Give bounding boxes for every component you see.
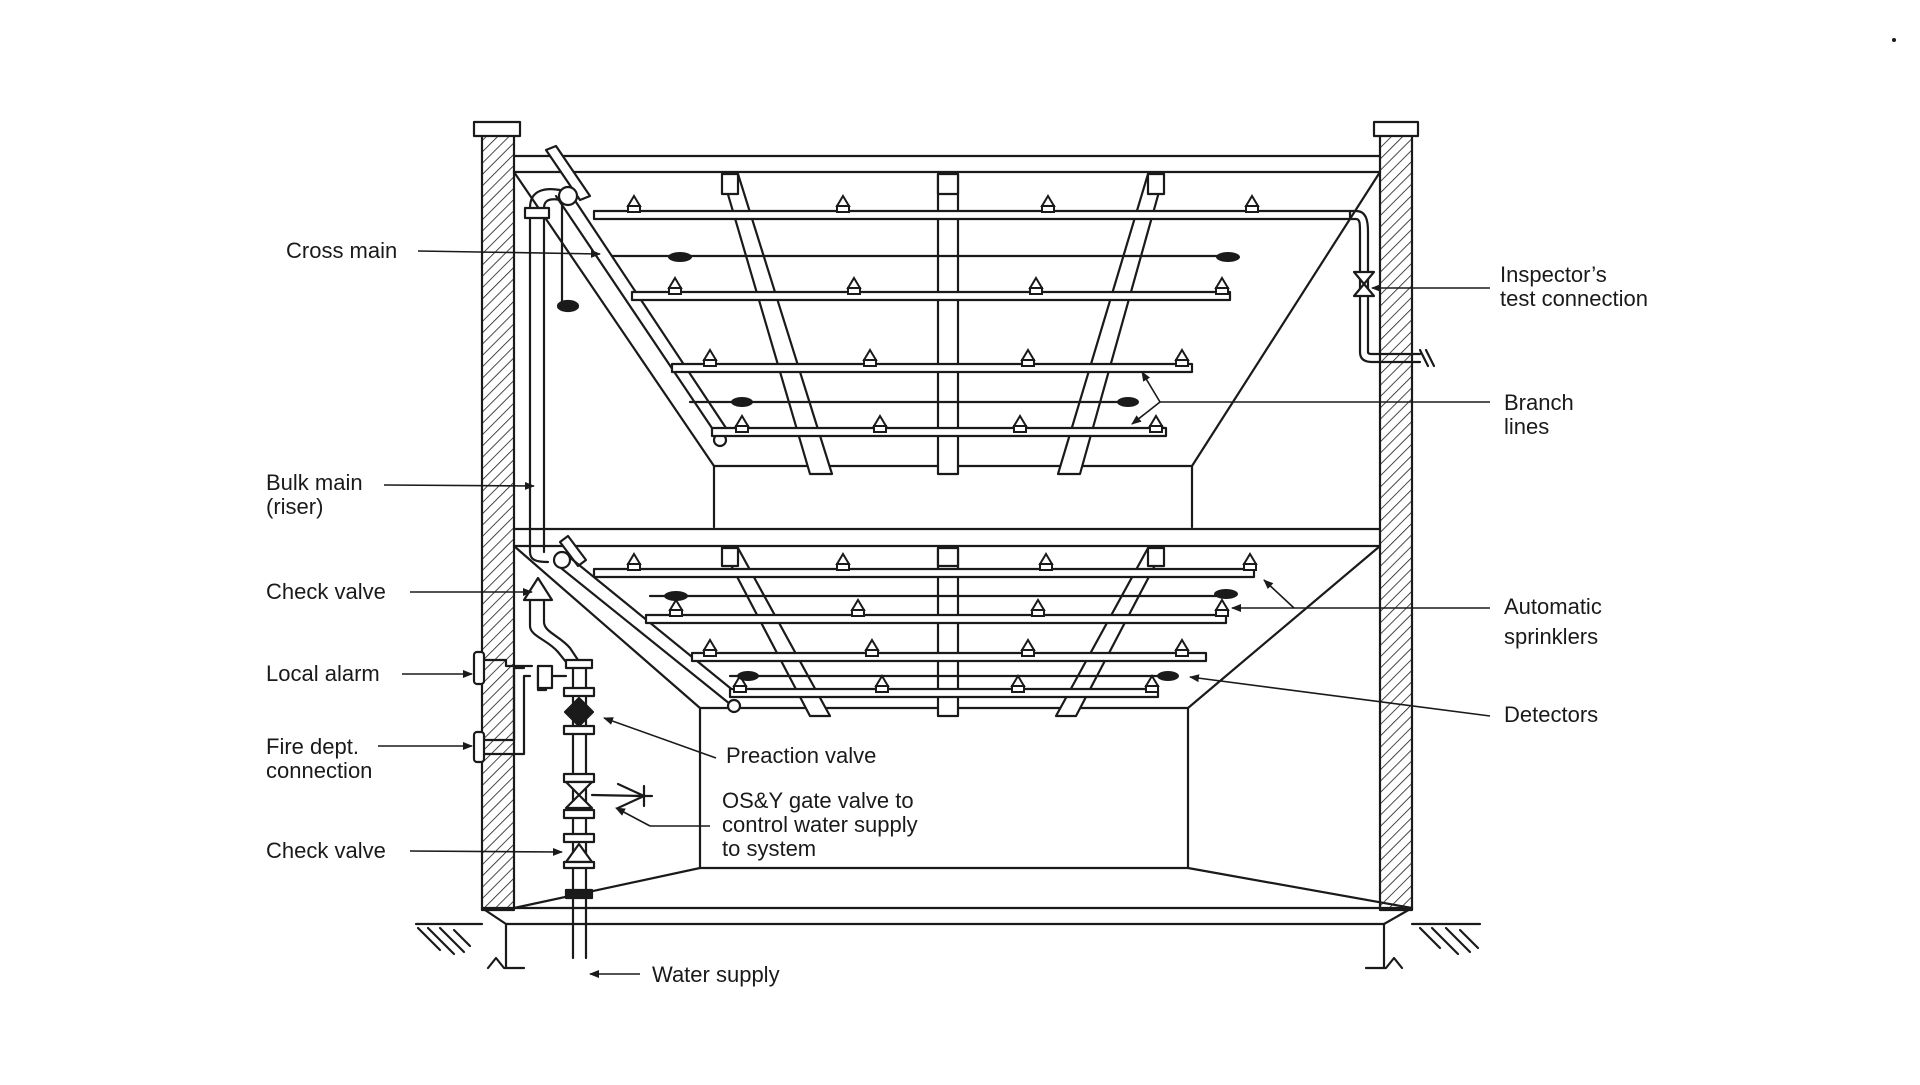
label-lines: lines [1504,414,1549,439]
lower-branch-line-4 [728,687,1160,699]
label-local-alarm: Local alarm [266,661,380,686]
left-wall [472,120,522,912]
sprinkler-head [732,674,748,693]
detector [1157,671,1179,681]
sprinkler-head [1038,552,1054,571]
lower-branch-line-1 [592,567,1256,579]
label-bulk-main-riser: (riser) [266,494,323,519]
sprinkler-head [1244,194,1260,213]
detector [668,252,692,262]
sprinkler-head [626,194,642,213]
label-bulk-main: Bulk main [266,470,363,495]
sprinkler-head [1214,276,1230,295]
sprinkler-head [1242,552,1258,571]
label-inspectors: Inspector’s [1500,262,1607,287]
sprinkler-head [734,414,750,433]
label-osy-2: control water supply [722,812,918,837]
intermediate-floor [512,527,1414,910]
fire-dept-connection-pipe [472,666,532,764]
sprinkler-head [702,348,718,367]
label-fire-dept: Fire dept. [266,734,359,759]
detector [1214,589,1238,599]
lower-cross-main [528,534,742,714]
label-check-valve-lower: Check valve [266,838,386,863]
label-test-connection: test connection [1500,286,1648,311]
sprinkler-head [1010,674,1026,693]
sprinkler-head [1148,414,1164,433]
label-sprinklers: sprinklers [1504,624,1598,649]
lower-branch-line-3 [690,651,1208,663]
sprinkler-head [1012,414,1028,433]
detector [1117,397,1139,407]
label-osy-3: to system [722,836,816,861]
label-preaction-valve: Preaction valve [726,743,876,768]
label-fire-dept-connection: connection [266,758,372,783]
detector [664,591,688,601]
upper-branch-line-2 [630,290,1232,302]
label-check-valve-upper: Check valve [266,579,386,604]
automatic-sprinklers [626,194,1260,693]
detector [737,671,759,681]
detector [1216,252,1240,262]
sprinkler-head [667,276,683,295]
lower-branch-line-2 [644,613,1228,625]
sprinkler-head [1028,276,1044,295]
sprinkler-head [864,638,880,657]
label-automatic: Automatic [1504,594,1602,619]
sprinkler-head [1174,638,1190,657]
sprinkler-head [1040,194,1056,213]
upper-cross-main [544,144,728,448]
upper-branch-line-4 [710,426,1168,438]
lower-beams [720,546,1166,718]
sprinkler-head [1020,638,1036,657]
bulk-main-riser [523,188,562,554]
label-osy-1: OS&Y gate valve to [722,788,914,813]
sprinkler-head [668,598,684,617]
sprinkler-head [1144,674,1160,693]
upper-branch-line-3 [670,362,1194,374]
sprinkler-head [626,552,642,571]
sprinkler-head [846,276,862,295]
sprinkler-head [835,552,851,571]
label-detectors: Detectors [1504,702,1598,727]
sprinkler-head [862,348,878,367]
detectors [664,252,1240,681]
upper-beams [720,172,1166,476]
sprinkler-head [1030,598,1046,617]
floor-slab [414,906,1482,970]
sprinkler-head [835,194,851,213]
inspectors-test-connection [1352,268,1436,368]
upper-branch-line-1 [592,209,1370,272]
right-wall [1372,120,1420,912]
label-water-supply: Water supply [652,962,780,987]
labels: Cross main Bulk main (riser) Check valve… [266,238,1648,987]
local-alarm-device [472,650,534,686]
detector [731,397,753,407]
sprinkler-head [874,674,890,693]
sprinkler-head [702,638,718,657]
sprinkler-head [872,414,888,433]
speck-dot [1892,38,1896,42]
sprinkler-head [1174,348,1190,367]
label-branch: Branch [1504,390,1574,415]
sprinkler-head [1214,598,1230,617]
label-cross-main: Cross main [286,238,397,263]
sprinkler-head [850,598,866,617]
sprinkler-head [1020,348,1036,367]
leader-lines [378,249,1491,978]
valve-train [522,576,654,960]
